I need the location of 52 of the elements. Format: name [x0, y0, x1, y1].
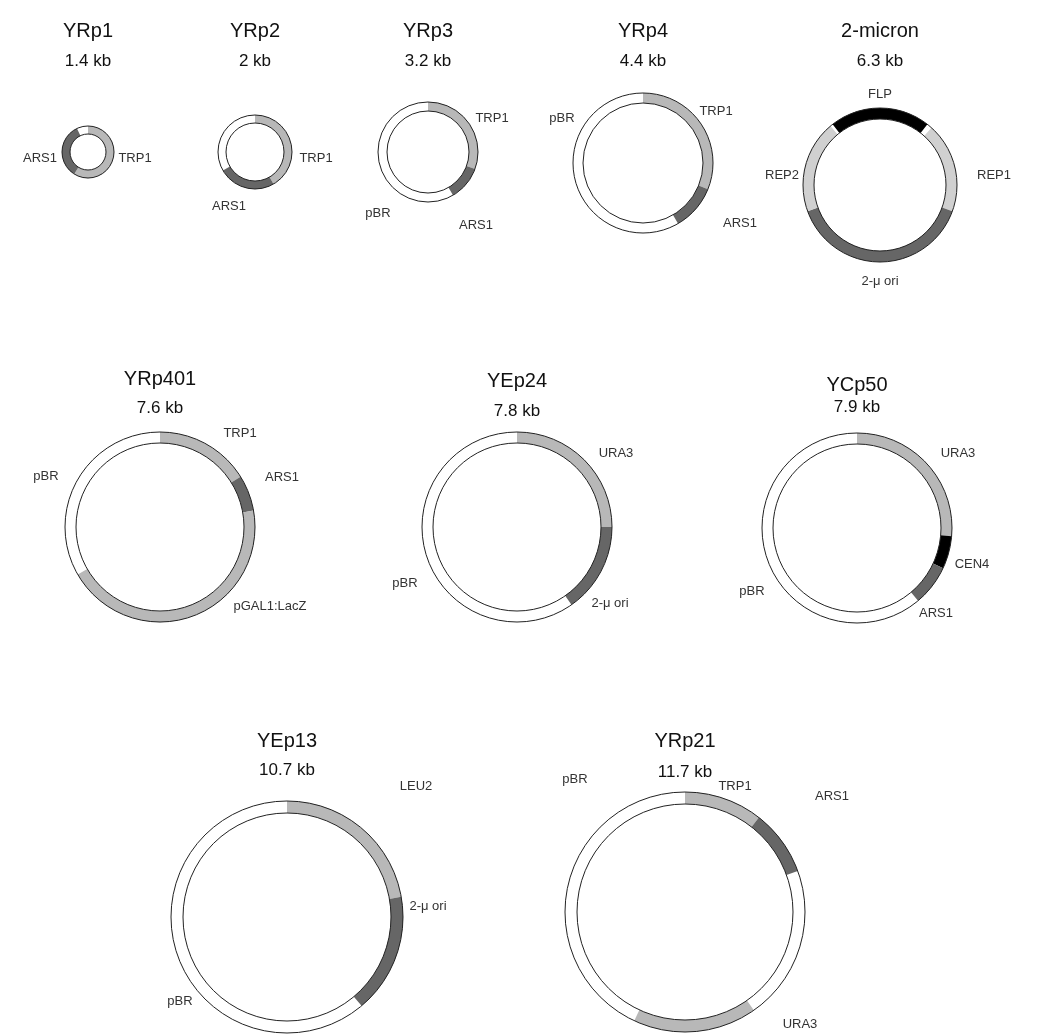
segment-label: TRP1 [223, 424, 257, 440]
segment-label: TRP1 [475, 109, 509, 125]
plasmid-size: 4.4 kb [619, 51, 667, 71]
segment-label: TRP1 [699, 102, 733, 118]
plasmid-name: YRp4 [618, 18, 668, 42]
plasmid-name: YEp24 [486, 368, 548, 392]
plasmid-name: YRp2 [230, 18, 280, 42]
segment-label: pBR [549, 109, 575, 125]
plasmid-name: YRp3 [403, 18, 453, 42]
plasmid-name: YRp401 [123, 366, 197, 390]
segment-label: ARS1 [23, 149, 57, 165]
plasmid-size: 1.4 kb [64, 51, 112, 71]
plasmid-size: 7.8 kb [493, 401, 541, 421]
segment-label: TRP1 [299, 149, 333, 165]
segment-label: pBR [33, 467, 59, 483]
plasmid-size: 7.6 kb [136, 398, 184, 418]
segment-label: 2-μ ori [861, 272, 899, 288]
plasmid-size: 6.3 kb [856, 51, 904, 71]
segment-label: pBR [167, 992, 193, 1008]
segment-label: URA3 [782, 1015, 818, 1031]
plasmid-name: 2-micron [841, 18, 919, 42]
segment-label: LEU2 [399, 777, 433, 793]
segment-label: REP2 [765, 166, 799, 182]
segment-label: ARS1 [212, 197, 246, 213]
plasmid-size: 2 kb [238, 51, 272, 71]
plasmid-name: YRp1 [63, 18, 113, 42]
segment-label: ARS1 [723, 214, 757, 230]
segment-label: ARS1 [265, 468, 299, 484]
segment-label: pBR [562, 770, 588, 786]
segment-label: ARS1 [919, 604, 953, 620]
segment-label: FLP [868, 85, 892, 101]
segment-label: CEN4 [954, 555, 990, 571]
segment-label: pBR [739, 582, 765, 598]
plasmid-name: YCp50 [826, 372, 888, 396]
segment-label: TRP1 [118, 149, 152, 165]
plasmid-size: 7.9 kb [833, 397, 881, 417]
plasmid-size: 11.7 kb [657, 762, 713, 782]
segment-label: ARS1 [815, 787, 849, 803]
segment-label: REP1 [977, 166, 1011, 182]
plasmid-size: 3.2 kb [404, 51, 452, 71]
segment-label: pBR [392, 574, 418, 590]
segment-label: 2-μ ori [591, 594, 629, 610]
plasmid-name: YEp13 [256, 728, 318, 752]
plasmid-size: 10.7 kb [259, 760, 315, 780]
segment-label: 2-μ ori [409, 897, 447, 913]
segment-label: URA3 [940, 444, 976, 460]
segment-label: pGAL1:LacZ [233, 597, 307, 613]
segment-label: URA3 [598, 444, 634, 460]
plasmid-name: YRp21 [654, 728, 716, 752]
segment-label: pBR [365, 204, 391, 220]
segment-label: TRP1 [718, 777, 752, 793]
segment-label: ARS1 [459, 216, 493, 232]
